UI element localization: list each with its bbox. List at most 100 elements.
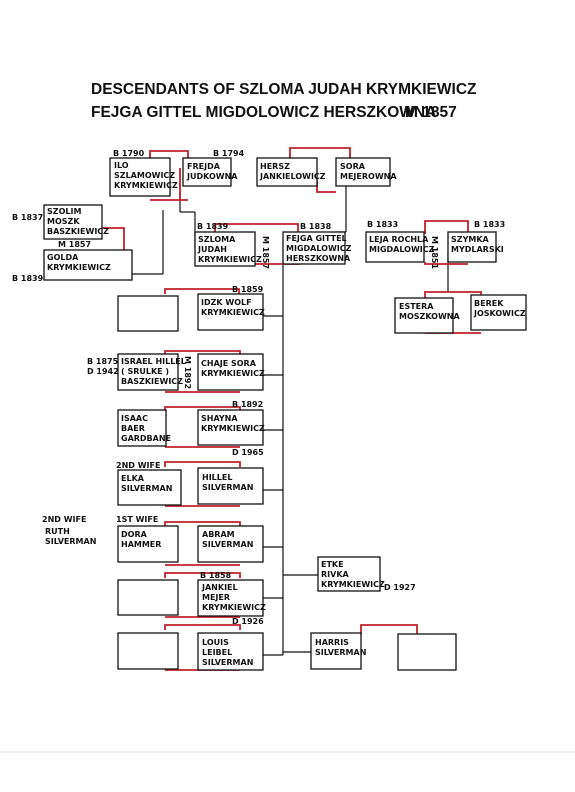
frejda-birth: B 1794 bbox=[213, 149, 245, 158]
leja-birth: B 1833 bbox=[367, 220, 398, 229]
jankiel-death: D 1926 bbox=[232, 617, 264, 626]
svg-text:JUDKOWNA: JUDKOWNA bbox=[186, 172, 238, 181]
person-leja-rochla-migdalowicz: LEJA ROCHLA MIGDALOWICZ bbox=[365, 231, 435, 263]
person-hersz-jankielowicz: HERSZ JANKIELOWICZ bbox=[256, 157, 326, 187]
svg-text:MOSZK: MOSZK bbox=[47, 217, 80, 226]
person-chaje-sora-krymkiewicz: CHAJE SORA KRYMKIEWICZ bbox=[197, 353, 265, 391]
empty-spouse-box-jankiel bbox=[117, 579, 179, 616]
svg-text:BASZKIEWICZ: BASZKIEWICZ bbox=[121, 377, 183, 386]
szymka-birth: B 1833 bbox=[474, 220, 505, 229]
ilo-birth: B 1790 bbox=[113, 149, 145, 158]
svg-text:BAER: BAER bbox=[121, 424, 145, 433]
svg-text:HARRIS: HARRIS bbox=[315, 638, 349, 647]
svg-text:MOSZKOWNA: MOSZKOWNA bbox=[399, 312, 460, 321]
svg-text:SILVERMAN: SILVERMAN bbox=[315, 648, 366, 657]
svg-text:HERSZKOWNA: HERSZKOWNA bbox=[286, 254, 351, 263]
svg-text:KRYMKIEWICZ: KRYMKIEWICZ bbox=[202, 603, 266, 612]
person-szymka-mydlarski: SZYMKA MYDLARSKI bbox=[447, 231, 504, 263]
svg-text:CHAJE SORA: CHAJE SORA bbox=[201, 359, 257, 368]
person-etke-rivka-krymkiewicz: ETKE RIVKA KRYMKIEWICZ bbox=[317, 556, 385, 592]
person-estera-moszkowna: ESTERA MOSZKOWNA bbox=[394, 297, 460, 334]
person-elka-silverman: ELKA SILVERMAN bbox=[117, 469, 182, 506]
person-abram-silverman: ABRAM SILVERMAN bbox=[197, 525, 264, 563]
golda-birth: B 1839 bbox=[12, 274, 44, 283]
szolim-birth: B 1837 bbox=[12, 213, 43, 222]
svg-text:ISRAEL HILLEL: ISRAEL HILLEL bbox=[121, 357, 186, 366]
idzk-birth: B 1859 bbox=[232, 285, 264, 294]
person-szloma-judah-krymkiewicz: SZLOMA JUDAH KRYMKIEWICZ bbox=[194, 231, 262, 267]
person-louis-leibel-silverman: LOUIS LEIBEL SILVERMAN bbox=[197, 632, 264, 671]
person-sora-mejerowna: SORA MEJEROWNA bbox=[335, 157, 397, 187]
svg-text:GARDBANE: GARDBANE bbox=[121, 434, 171, 443]
svg-text:SZLAMOWICZ: SZLAMOWICZ bbox=[114, 171, 175, 180]
svg-text:FREJDA: FREJDA bbox=[187, 162, 221, 171]
svg-text:HILLEL: HILLEL bbox=[202, 473, 232, 482]
svg-text:BASZKIEWICZ: BASZKIEWICZ bbox=[47, 227, 109, 236]
empty-spouse-box-idzk bbox=[117, 295, 179, 332]
svg-text:RUTH: RUTH bbox=[45, 527, 70, 536]
person-ruth-silverman: RUTH SILVERMAN bbox=[42, 525, 102, 549]
svg-text:KRYMKIEWICZ: KRYMKIEWICZ bbox=[198, 255, 262, 264]
israel-chaje-marriage: M 1892 bbox=[183, 356, 192, 389]
svg-text:KRYMKIEWICZ: KRYMKIEWICZ bbox=[201, 308, 265, 317]
israel-death: D 1942 bbox=[87, 367, 119, 376]
svg-text:IDZK WOLF: IDZK WOLF bbox=[201, 298, 252, 307]
svg-text:MIGDALOWICZ: MIGDALOWICZ bbox=[369, 245, 435, 254]
person-hillel-silverman: HILLEL SILVERMAN bbox=[197, 467, 264, 505]
chart-title: DESCENDANTS OF SZLOMA JUDAH KRYMKIEWICZ bbox=[91, 81, 477, 98]
person-ilo-szlamowicz-krymkiewicz: ILO SZLAMOWICZ KRYMKIEWICZ bbox=[109, 157, 178, 197]
svg-text:HERSZ: HERSZ bbox=[260, 162, 290, 171]
chart-subtitle: FEJGA GITTEL MIGDOLOWICZ HERSZKOWNA bbox=[91, 104, 436, 121]
leja-szymka-marriage: M 1851 bbox=[430, 236, 439, 269]
svg-text:SILVERMAN: SILVERMAN bbox=[202, 540, 253, 549]
svg-text:HAMMER: HAMMER bbox=[121, 540, 161, 549]
person-shayna-krymkiewicz: SHAYNA KRYMKIEWICZ bbox=[197, 409, 265, 446]
elka-wife-note: 2ND WIFE bbox=[116, 461, 160, 470]
svg-text:JANKIEL: JANKIEL bbox=[201, 583, 238, 592]
svg-text:SHAYNA: SHAYNA bbox=[201, 414, 238, 423]
person-harris-silverman: HARRIS SILVERMAN bbox=[310, 632, 366, 670]
ruth-wife-note: 2ND WIFE bbox=[42, 515, 86, 524]
person-berek-joskowicz: BEREK JOSKOWICZ bbox=[470, 294, 527, 331]
svg-text:ISAAC: ISAAC bbox=[121, 414, 148, 423]
svg-text:KRYMKIEWICZ: KRYMKIEWICZ bbox=[321, 580, 385, 589]
svg-text:SILVERMAN: SILVERMAN bbox=[121, 484, 172, 493]
svg-text:GOLDA: GOLDA bbox=[47, 253, 79, 262]
szloma-birth: B 1839 bbox=[197, 222, 229, 231]
svg-text:ESTERA: ESTERA bbox=[399, 302, 434, 311]
person-frejda-judkowna: FREJDA JUDKOWNA bbox=[182, 157, 238, 187]
etke-death: D 1927 bbox=[384, 583, 416, 592]
svg-text:KRYMKIEWICZ: KRYMKIEWICZ bbox=[114, 181, 178, 190]
person-golda-krymkiewicz: GOLDA KRYMKIEWICZ bbox=[43, 249, 133, 281]
svg-text:RIVKA: RIVKA bbox=[321, 570, 350, 579]
person-jankiel-mejer-krymkiewicz: JANKIEL MEJER KRYMKIEWICZ bbox=[197, 579, 266, 617]
svg-text:MIGDALOWICZ: MIGDALOWICZ bbox=[286, 244, 352, 253]
svg-text:ILO: ILO bbox=[114, 161, 129, 170]
svg-text:MEJER: MEJER bbox=[202, 593, 230, 602]
svg-text:JANKIELOWICZ: JANKIELOWICZ bbox=[259, 172, 326, 181]
empty-spouse-box-harris bbox=[397, 633, 457, 671]
svg-text:LOUIS: LOUIS bbox=[202, 638, 229, 647]
svg-text:KRYMKIEWICZ: KRYMKIEWICZ bbox=[201, 424, 265, 433]
svg-text:ABRAM: ABRAM bbox=[202, 530, 235, 539]
svg-text:JOSKOWICZ: JOSKOWICZ bbox=[473, 309, 526, 318]
svg-text:BEREK: BEREK bbox=[474, 299, 504, 308]
black-connectors bbox=[132, 170, 449, 656]
person-fejga-gittel-herszkowna: FEJGA GITTEL MIGDALOWICZ HERSZKOWNA bbox=[282, 231, 352, 265]
dora-wife-note: 1ST WIFE bbox=[116, 515, 158, 524]
fejga-birth: B 1838 bbox=[300, 222, 332, 231]
svg-text:DORA: DORA bbox=[121, 530, 148, 539]
svg-text:LEJA ROCHLA: LEJA ROCHLA bbox=[369, 235, 429, 244]
svg-text:SILVERMAN: SILVERMAN bbox=[202, 483, 253, 492]
svg-text:JUDAH: JUDAH bbox=[197, 245, 227, 254]
person-idzk-wolf-krymkiewicz: IDZK WOLF KRYMKIEWICZ bbox=[197, 293, 265, 331]
svg-text:SZLOMA: SZLOMA bbox=[198, 235, 236, 244]
svg-text:MYDLARSKI: MYDLARSKI bbox=[451, 245, 504, 254]
svg-text:ETKE: ETKE bbox=[321, 560, 344, 569]
szloma-fejga-marriage: M 1857 bbox=[261, 236, 270, 269]
szolim-golda-marriage: M 1857 bbox=[58, 240, 91, 249]
empty-spouse-box-louis bbox=[117, 632, 179, 670]
svg-text:SILVERMAN: SILVERMAN bbox=[202, 658, 253, 667]
person-israel-hillel-baszkiewicz: ISRAEL HILLEL ( SRULKE ) BASZKIEWICZ bbox=[117, 353, 186, 391]
